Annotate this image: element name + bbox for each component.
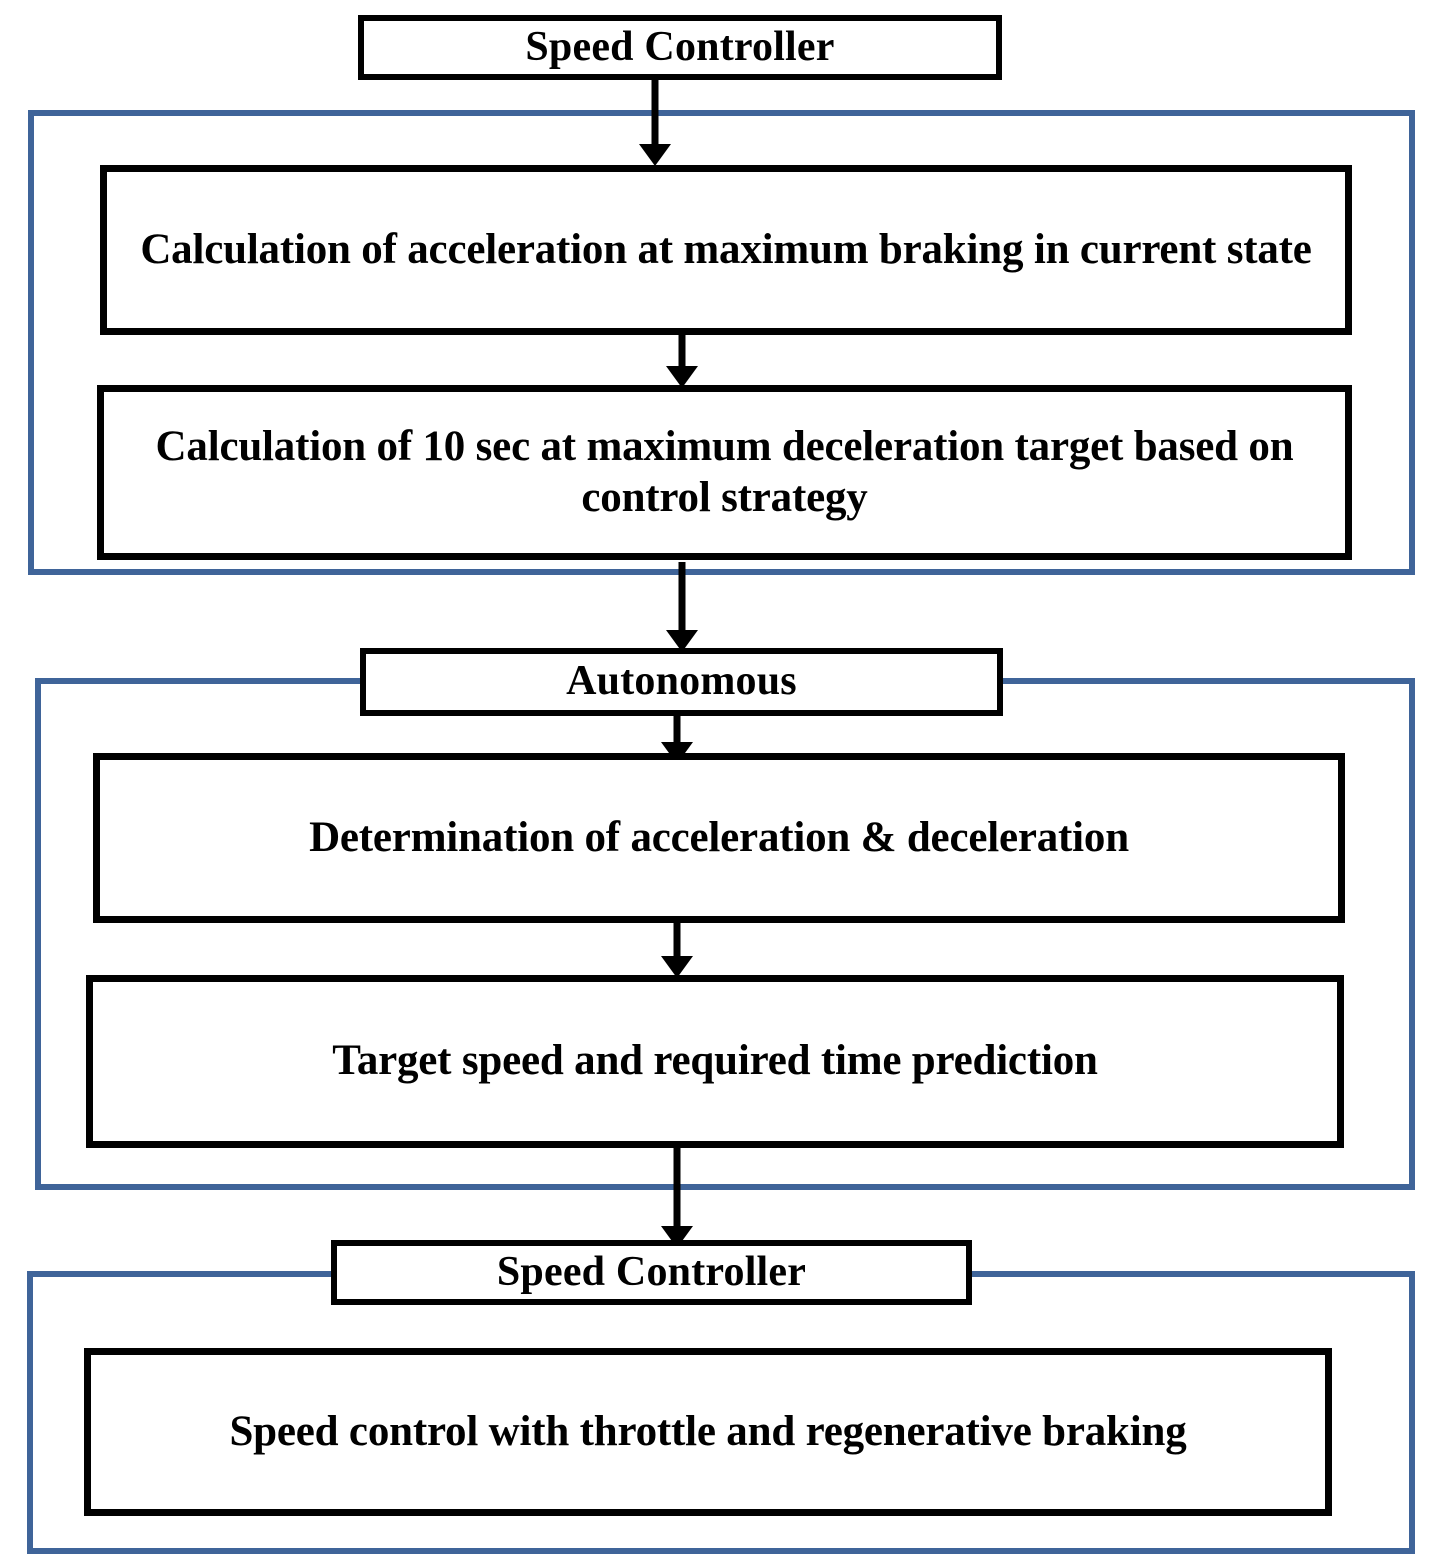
- node-speed-control-throttle-regenerative-braking[interactable]: Speed control with throttle and regenera…: [84, 1348, 1332, 1516]
- node-label: Calculation of 10 sec at maximum deceler…: [155, 422, 1294, 521]
- arrow-head-icon: [639, 144, 671, 166]
- group-container-speed-controller: [28, 110, 1415, 575]
- arrow-shaft: [673, 1148, 681, 1228]
- node-bottom-speed-controller[interactable]: Speed Controller: [331, 1240, 972, 1305]
- node-autonomous-header[interactable]: Autonomous: [360, 648, 1003, 716]
- node-label: Speed Controller: [525, 23, 835, 70]
- node-calculation-acceleration-max-braking[interactable]: Calculation of acceleration at maximum b…: [100, 165, 1352, 335]
- arrow-shaft: [673, 716, 681, 744]
- arrow-shaft: [673, 922, 681, 958]
- arrow-head-icon: [666, 630, 698, 652]
- node-top-speed-controller[interactable]: Speed Controller: [358, 15, 1002, 80]
- arrow-head-icon: [661, 956, 693, 978]
- node-label: Target speed and required time predictio…: [332, 1037, 1098, 1085]
- node-label: Determination of acceleration & decelera…: [309, 813, 1129, 861]
- arrow-shaft: [651, 76, 659, 146]
- node-determination-acceleration-deceleration[interactable]: Determination of acceleration & decelera…: [93, 753, 1345, 923]
- node-label: Speed control with throttle and regenera…: [229, 1407, 1187, 1455]
- arrow-shaft: [678, 332, 686, 368]
- node-label: Speed Controller: [496, 1248, 807, 1295]
- node-calculation-10sec-max-deceleration[interactable]: Calculation of 10 sec at maximum deceler…: [97, 385, 1352, 560]
- arrow-shaft: [678, 562, 686, 632]
- arrow-step1-to-step2: [666, 332, 698, 388]
- arrow-determination-to-target-speed: [661, 922, 693, 978]
- node-label: Calculation of acceleration at maximum b…: [140, 225, 1312, 273]
- node-label: Autonomous: [566, 658, 797, 705]
- arrow-top-header-to-step1: [639, 76, 671, 166]
- arrow-step2-to-autonomous: [666, 562, 698, 652]
- arrow-head-icon: [666, 366, 698, 388]
- node-target-speed-time-prediction[interactable]: Target speed and required time predictio…: [86, 975, 1344, 1148]
- arrow-target-speed-to-speed-controller: [661, 1148, 693, 1248]
